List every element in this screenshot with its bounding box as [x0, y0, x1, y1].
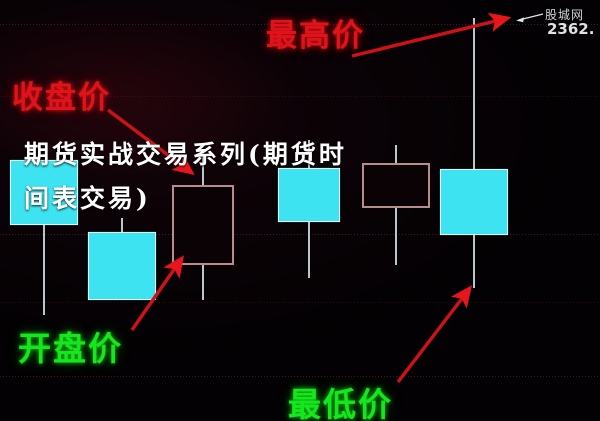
arrow-opening-price	[130, 255, 184, 331]
candlestick	[278, 0, 340, 421]
candlestick-body	[10, 160, 78, 225]
candlestick-wick	[473, 18, 475, 288]
title-overlay: 期货实战交易系列(期货时 间表交易)	[24, 133, 454, 221]
closing-price-label: 收盘价	[12, 80, 111, 116]
gridline	[0, 24, 600, 25]
gridline	[0, 376, 600, 377]
candlestick-body	[440, 169, 508, 235]
gridline	[0, 96, 600, 97]
candlestick-body	[278, 168, 340, 222]
gridline	[0, 302, 600, 303]
opening-price-label: 开盘价	[18, 329, 123, 368]
candlestick	[440, 0, 508, 421]
candlestick	[362, 0, 430, 421]
lowest-price-label: 最低价	[288, 385, 393, 421]
candlestick	[172, 0, 234, 421]
title-overlay-line-1: 期货实战交易系列(期货时	[24, 140, 347, 169]
title-overlay-line-2: 间表交易)	[24, 184, 151, 213]
candlestick	[88, 0, 156, 421]
arrow-lowest-price	[396, 285, 473, 384]
site-watermark: 股城网	[545, 8, 585, 22]
highest-price-label: 最高价	[266, 18, 365, 54]
arrow-highest-price	[351, 12, 512, 58]
candlestick-body	[172, 185, 234, 265]
candlestick	[10, 0, 78, 421]
candlestick-body	[88, 232, 156, 300]
candlestick-wick	[43, 160, 45, 315]
candlestick-body	[362, 163, 430, 208]
gridline	[0, 234, 600, 235]
price-label: 2362.	[547, 20, 595, 38]
arrow-closing-price	[106, 108, 195, 176]
